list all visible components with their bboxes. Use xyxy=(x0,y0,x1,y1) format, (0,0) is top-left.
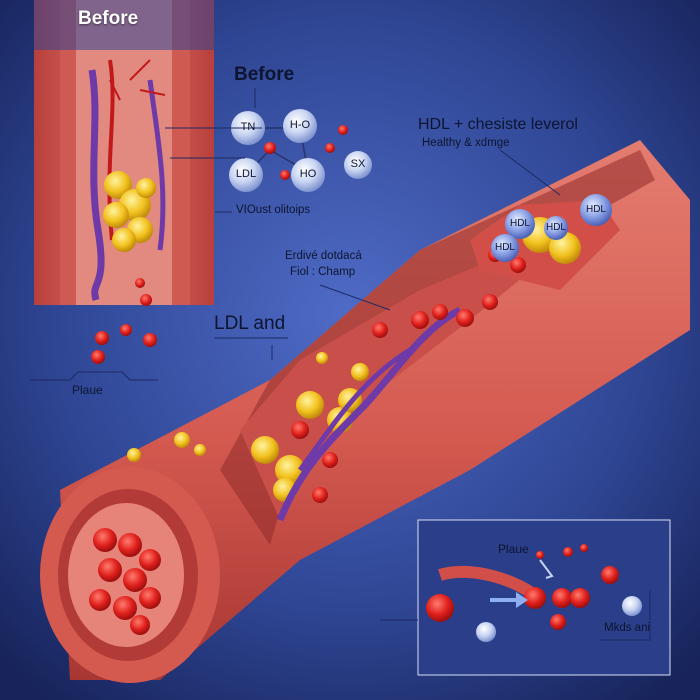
before-heading: Before xyxy=(234,64,295,85)
molecule-1 xyxy=(283,109,317,143)
hdl-particle-2 xyxy=(580,194,612,226)
molecule-label: H-O xyxy=(289,119,311,131)
molecule-3 xyxy=(291,158,325,192)
hdl-particle-3 xyxy=(544,216,568,240)
inset-caption: Mkds ani xyxy=(604,622,651,634)
molecule-label: HO xyxy=(299,168,317,180)
hdl-particle-label: HDL xyxy=(545,222,566,233)
molecule-network xyxy=(229,109,372,192)
hdl-title: HDL + chesiste leverol xyxy=(418,116,578,133)
molecule-label: TN xyxy=(240,121,256,133)
arrow-icon xyxy=(490,592,528,608)
hdl-particle-0 xyxy=(505,209,535,239)
arrow-icon xyxy=(539,559,554,579)
plaque-cluster-left xyxy=(103,171,156,252)
molecule-label: LDL xyxy=(235,168,257,180)
artery-label: VIOust olitoips xyxy=(236,204,311,216)
vertical-artery-section xyxy=(34,0,214,305)
molecule-label: SX xyxy=(350,158,366,170)
hdl-subtitle: Healthy & xdmge xyxy=(422,137,510,149)
hdl-particle-label: HDL xyxy=(494,242,515,253)
hdl-particle-label: HDL xyxy=(509,218,530,229)
molecule-2 xyxy=(229,158,263,192)
erd-line-1: Erdivé dotdacá xyxy=(285,250,362,262)
hdl-particles xyxy=(491,194,612,262)
top-left-title: Before xyxy=(78,8,139,29)
plaque-label-inset: Plaue xyxy=(498,542,529,556)
erd-line-2: Fiol : Champ xyxy=(290,266,356,278)
plaque-label-left: Plaue xyxy=(72,383,103,397)
vessel-lines-main xyxy=(276,306,462,522)
loose-blood-cells xyxy=(91,278,157,364)
inset-panel xyxy=(417,519,671,676)
hdl-particle-label: HDL xyxy=(585,204,606,215)
hdl-particle-1 xyxy=(491,234,519,262)
blood-cells-main xyxy=(291,294,498,503)
leader-lines xyxy=(30,88,651,641)
blood-cells-cross-section xyxy=(89,528,161,635)
ldl-and-label: LDL and xyxy=(214,313,286,334)
molecule-4 xyxy=(344,151,372,179)
